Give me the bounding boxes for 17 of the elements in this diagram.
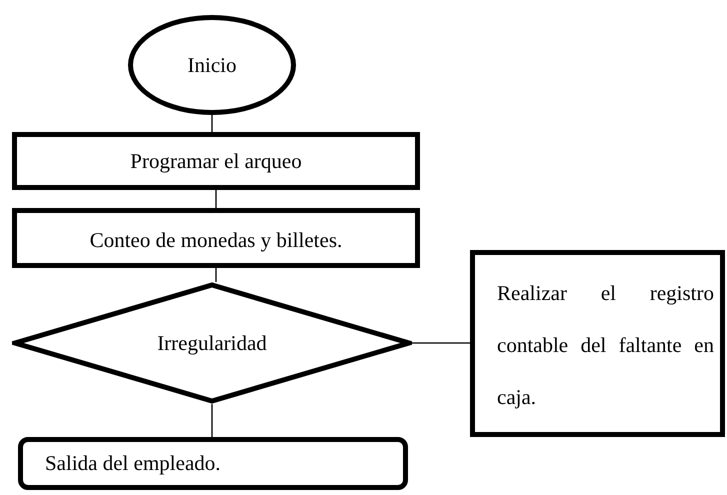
node-label: Salida del empleado. (45, 451, 221, 476)
end-box (18, 437, 408, 490)
start-ellipse (128, 15, 296, 115)
process-box (12, 208, 420, 268)
node-label: Realizar el registro contable del faltante en caja. (497, 280, 714, 411)
connector-line (215, 190, 217, 208)
node-label: Conteo de monedas y billetes. (90, 228, 342, 252)
node-label: Irregularidad (157, 330, 267, 356)
connector-line (211, 404, 213, 437)
connector-line (211, 115, 213, 132)
process-box (470, 250, 725, 437)
node-label: Programar el arqueo (130, 148, 302, 174)
decision-diamond (12, 282, 412, 404)
connector-line (215, 268, 217, 282)
node-label: Inicio (188, 52, 236, 78)
connector-line (412, 342, 470, 344)
process-box (12, 132, 420, 190)
